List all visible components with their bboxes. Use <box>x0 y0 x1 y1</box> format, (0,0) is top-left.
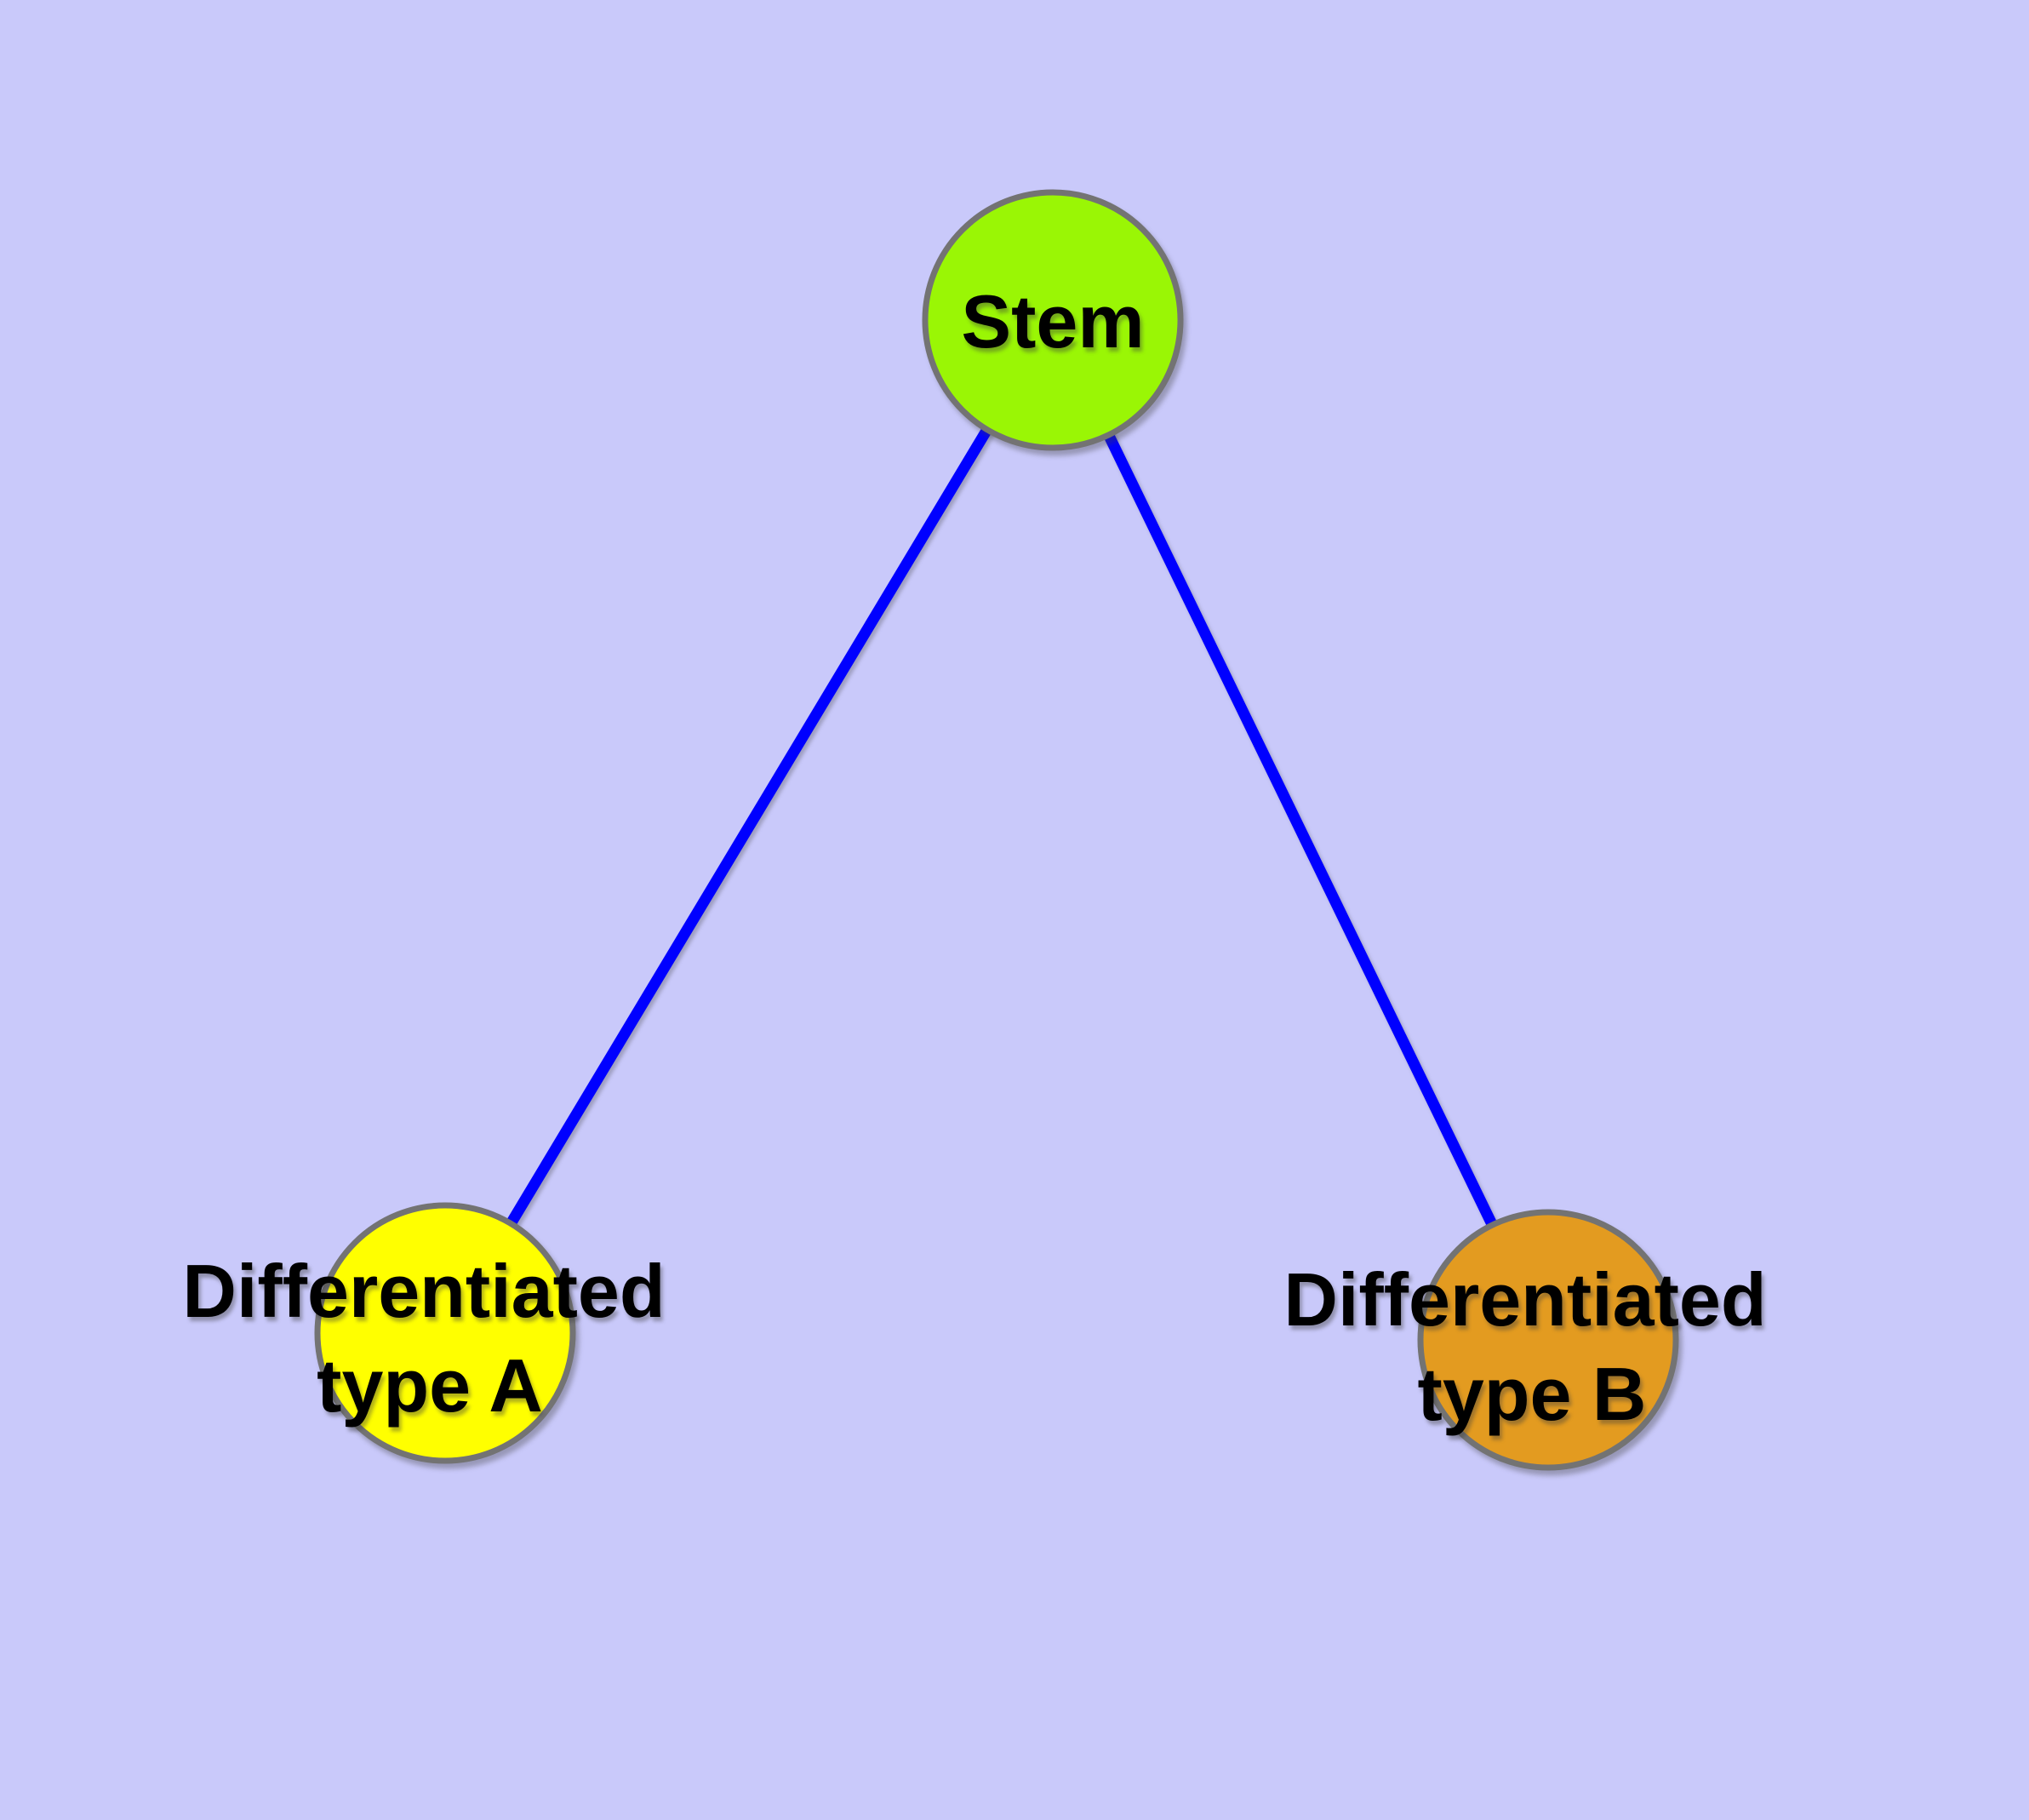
edge-stem-to-type-b <box>1048 318 1553 1342</box>
node-type-a-label-line1: Differentiated <box>182 1249 665 1333</box>
node-type-b-label-line2: type B <box>1418 1352 1647 1436</box>
node-stem-label: Stem <box>961 279 1144 363</box>
node-differentiated-type-a <box>314 1202 576 1464</box>
node-differentiated-type-b <box>1417 1209 1679 1471</box>
node-type-b-label-line1: Differentiated <box>1283 1257 1766 1342</box>
node-type-a-label-line2: type A <box>317 1343 543 1428</box>
edge-stem-to-type-a <box>440 317 1058 1336</box>
node-stem <box>922 189 1184 451</box>
